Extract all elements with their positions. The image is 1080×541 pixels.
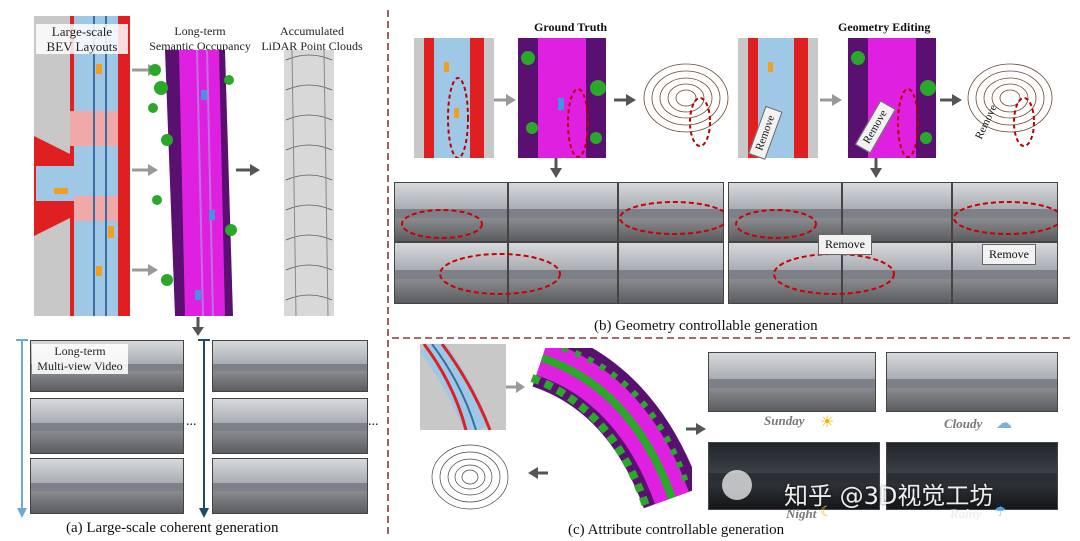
night-label: Night	[786, 506, 817, 521]
video-frame	[30, 398, 184, 454]
rainy-view	[886, 442, 1058, 510]
timeline-arrow-right	[198, 339, 210, 518]
ellipsis-end: ...	[368, 414, 379, 429]
sunday-view	[708, 352, 876, 412]
wechat-logo-icon	[722, 470, 752, 500]
arrow-occupancy-to-lidar	[236, 164, 260, 176]
arrow-bev-to-attr-occ	[506, 381, 525, 393]
arrow-occ-to-weather	[686, 423, 706, 435]
edit-lidar	[967, 63, 1053, 147]
cloudy-view	[886, 352, 1058, 412]
gt-camera-view	[618, 182, 724, 242]
ground-truth-title: Ground Truth	[534, 20, 608, 34]
edit-camera-view	[952, 182, 1058, 242]
multiview-video-label: Long-term Multi-view Video	[32, 344, 128, 374]
bev-layout-map	[34, 16, 130, 316]
gt-lidar	[643, 63, 729, 147]
gt-camera-view	[508, 182, 618, 242]
lidar-point-cloud	[262, 50, 354, 316]
attr-occupancy	[530, 348, 692, 508]
caption-a: (a) Large-scale coherent generation	[66, 520, 279, 536]
gt-camera-view	[394, 242, 508, 304]
gt-occupancy	[518, 38, 606, 158]
video-frame	[212, 458, 368, 514]
timeline-arrow-left	[16, 339, 28, 518]
rainy-label: Rainy	[950, 506, 982, 521]
gt-camera-view	[508, 242, 618, 304]
watermark-text: 知乎 @3D视觉工坊	[784, 482, 994, 510]
gt-highlight-ellipses	[401, 201, 724, 295]
remove-tag-view-1: Remove	[818, 234, 872, 255]
arrow-edit-occ-to-lidar	[940, 94, 962, 106]
gt-bev-layout	[414, 38, 494, 158]
edit-bev-layout	[738, 38, 818, 158]
arrow-occ-to-lidar	[528, 467, 548, 479]
edit-camera-view	[728, 182, 842, 242]
edit-highlight-ellipses	[735, 201, 1058, 295]
arrow-edit-to-views	[870, 158, 882, 178]
bev-layouts-label: Large-scale BEV Layouts	[36, 24, 128, 54]
arrow-gt-bev-to-occ	[494, 94, 516, 106]
gt-camera-view	[394, 182, 508, 242]
sunday-label: Sunday	[764, 413, 805, 428]
caption-b: (b) Geometry controllable generation	[594, 318, 818, 334]
cloud-icon: ☁	[996, 415, 1012, 432]
geometry-editing-title: Geometry Editing	[838, 20, 931, 34]
semantic-occupancy-label: Long-term Semantic Occupancy	[149, 24, 251, 53]
arrow-occupancy-to-video	[192, 317, 204, 336]
semantic-occupancy-map	[145, 50, 237, 316]
arrow-edit-bev-to-occ	[820, 94, 842, 106]
moon-icon: ☾	[820, 505, 833, 520]
edit-camera-view	[728, 242, 842, 304]
video-frame	[212, 340, 368, 392]
attr-lidar	[431, 444, 509, 510]
ellipsis-mid: ...	[186, 414, 197, 429]
rain-cloud-icon: ☂	[994, 505, 1007, 520]
arrow-gt-occ-to-lidar	[614, 94, 636, 106]
cloudy-label: Cloudy	[944, 416, 983, 431]
gt-camera-view	[618, 242, 724, 304]
video-frame	[30, 458, 184, 514]
sun-icon: ☀	[820, 414, 835, 431]
remove-tag-view-2: Remove	[982, 244, 1036, 265]
caption-c: (c) Attribute controllable generation	[568, 522, 785, 538]
attr-bev-layout	[420, 344, 506, 430]
video-frame	[212, 398, 368, 454]
lidar-label: Accumulated LiDAR Point Clouds	[261, 24, 363, 53]
arrow-gt-to-views	[550, 158, 562, 178]
